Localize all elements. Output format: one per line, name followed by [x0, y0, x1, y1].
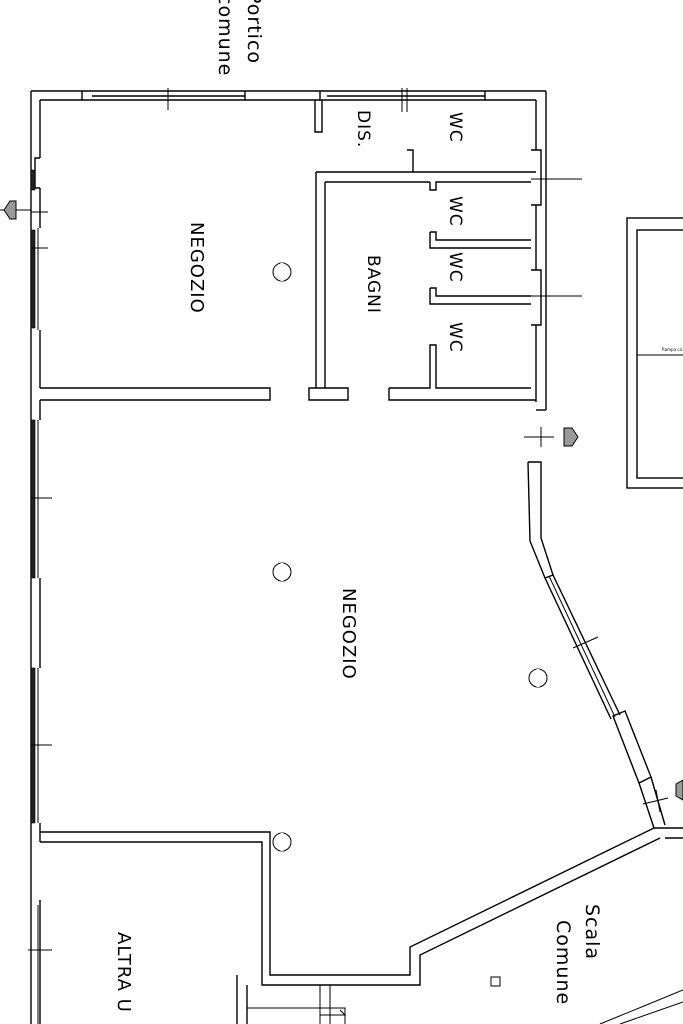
ceiling-light-icon [272, 262, 292, 282]
wc-label-1: WC [445, 112, 465, 143]
ceiling-light-icon [272, 832, 292, 852]
ceiling-light-icon [272, 562, 292, 582]
ceiling-light-icon [528, 668, 548, 688]
ceiling-lights [272, 262, 548, 987]
wc-label-3: WC [445, 252, 465, 283]
comune-top-label: comune [214, 0, 236, 76]
ramp-block: Rampa ca [626, 217, 683, 489]
altra-label: ALTRA U [113, 932, 134, 1013]
wc-label-4: WC [445, 322, 465, 353]
comune-scala-label: Comune [552, 920, 574, 1005]
room-labels: Portico comune DIS. WC WC WC WC BAGNI NE… [113, 0, 603, 1013]
ramp-label: Rampa ca [662, 347, 683, 352]
bagni-label: BAGNI [363, 255, 383, 314]
dis-label: DIS. [353, 110, 373, 148]
entrance-markers [0, 200, 683, 813]
left-windows [28, 169, 52, 1024]
entrance-arrow-icon[interactable] [642, 779, 683, 813]
entrance-arrow-icon[interactable] [524, 427, 579, 447]
interior-walls [40, 149, 683, 1024]
portico-label: Portico [243, 0, 265, 64]
outer-walls [30, 88, 683, 1024]
entrance-arrow-icon[interactable] [0, 200, 31, 220]
negozio-upper-label: NEGOZIO [186, 222, 207, 314]
column-square-icon [490, 976, 501, 987]
scala-label: Scala [581, 904, 603, 960]
negozio-main-label: NEGOZIO [338, 588, 359, 680]
wc-label-2: WC [445, 196, 465, 227]
